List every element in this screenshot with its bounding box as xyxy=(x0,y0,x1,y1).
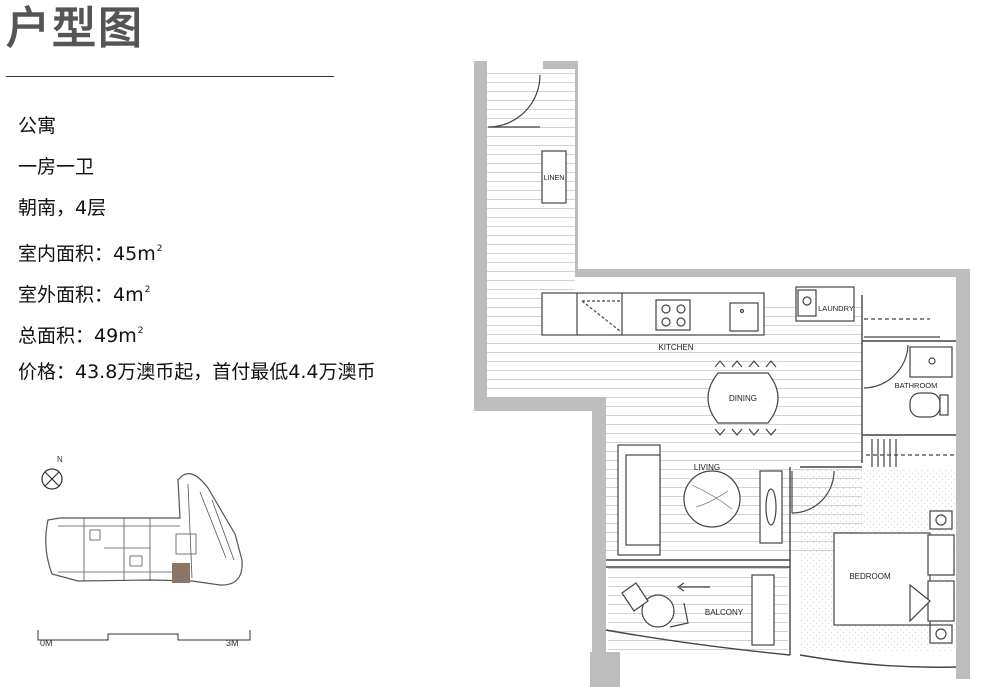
dining-table xyxy=(707,360,779,436)
living-furniture xyxy=(617,444,783,556)
room-label-balcony: BALCONY xyxy=(705,608,744,617)
highlighted-unit xyxy=(172,563,190,583)
bedroom-door xyxy=(791,470,835,514)
bed xyxy=(833,510,955,644)
total-area-unit: m xyxy=(118,325,137,347)
north-label: N xyxy=(57,455,63,464)
entry-door xyxy=(488,74,541,128)
total-area-unit-sup: 2 xyxy=(137,326,144,336)
info-indoor-area: 室内面积：45m2 xyxy=(18,229,376,270)
linen-cupboard: LINEN xyxy=(541,150,567,204)
property-info-list: 公寓 一房一卫 朝南，4层 室内面积：45m2 室外面积：4m2 总面积：49m… xyxy=(18,106,376,393)
title-divider xyxy=(6,76,334,77)
outdoor-area-unit-sup: 2 xyxy=(144,285,151,295)
info-layout: 一房一卫 xyxy=(18,156,95,178)
room-label-laundry: LAUNDRY xyxy=(818,304,854,313)
room-label-kitchen: KITCHEN xyxy=(658,343,693,352)
scale-start-label: 0M xyxy=(40,638,53,648)
outdoor-area-text: 室外面积：4 xyxy=(18,284,126,306)
key-plan: N xyxy=(41,455,243,586)
info-orientation: 朝南，4层 xyxy=(18,197,107,219)
total-area-text: 总面积：49 xyxy=(18,325,119,347)
balcony-furniture xyxy=(621,574,775,646)
compass-icon: N xyxy=(41,455,63,490)
wardrobe xyxy=(866,439,956,467)
scale-bar: 0M 3M xyxy=(37,630,251,648)
info-property-type: 公寓 xyxy=(18,115,57,137)
building-footprint xyxy=(45,473,243,586)
bathroom xyxy=(863,318,953,418)
room-label-dining: DINING xyxy=(729,394,757,403)
room-label-bedroom: BEDROOM xyxy=(849,572,891,581)
outdoor-area-unit: m xyxy=(125,284,144,306)
interior-walls xyxy=(605,295,957,668)
indoor-area-text: 室内面积：45 xyxy=(18,243,138,265)
room-label-living: LIVING xyxy=(694,463,720,472)
indoor-area-unit: m xyxy=(137,243,156,265)
info-total-area: 总面积：49m2 xyxy=(18,311,376,352)
page-title: 户型图 xyxy=(6,3,144,54)
scale-end-label: 3M xyxy=(226,638,239,648)
info-price: 价格：43.8万澳币起，首付最低4.4万澳币 xyxy=(18,361,376,383)
laundry xyxy=(795,286,855,322)
info-outdoor-area: 室外面积：4m2 xyxy=(18,270,376,311)
indoor-area-unit-sup: 2 xyxy=(156,244,163,254)
exterior-walls xyxy=(474,61,970,687)
kitchen-bench xyxy=(541,292,765,336)
room-label-bathroom: BATHROOM xyxy=(895,381,938,390)
floor-plan: LINEN KITCHEN LAUNDRY BATHROOM xyxy=(474,61,970,687)
room-label-linen: LINEN xyxy=(544,175,565,182)
